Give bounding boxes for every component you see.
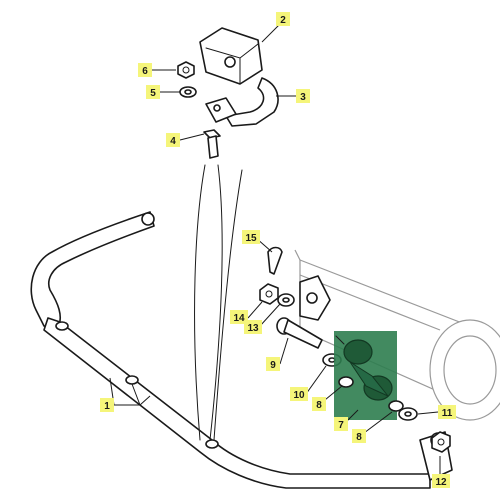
callout-14: 14: [230, 310, 248, 324]
callout-7: 7: [334, 417, 348, 431]
callout-12: 12: [432, 474, 450, 488]
svg-text:15: 15: [245, 233, 257, 244]
svg-text:4: 4: [170, 136, 176, 147]
bush-part: [199, 27, 263, 85]
washer-8-upper: [338, 376, 354, 388]
svg-text:5: 5: [150, 88, 156, 99]
washer-5: [179, 86, 197, 98]
svg-text:8: 8: [356, 432, 362, 443]
bolt-4: [203, 129, 221, 159]
svg-text:12: 12: [435, 477, 447, 488]
callout-1: 1: [100, 398, 114, 412]
svg-text:7: 7: [338, 420, 344, 431]
callout-13: 13: [244, 320, 262, 334]
callout-3: 3: [296, 89, 310, 103]
mounting-bracket: [299, 275, 331, 321]
nut-12: [431, 431, 451, 453]
callout-8-lower: 8: [352, 429, 366, 443]
callout-9: 9: [266, 357, 280, 371]
washer-11: [398, 407, 418, 421]
svg-text:1: 1: [104, 401, 110, 412]
svg-text:6: 6: [142, 66, 148, 77]
callout-15: 15: [242, 230, 260, 244]
callout-11: 11: [438, 405, 456, 419]
washer-13: [277, 293, 295, 307]
clamp-bracket: [205, 77, 279, 127]
svg-text:2: 2: [280, 15, 286, 26]
bolt-9: [276, 317, 323, 349]
callout-5: 5: [146, 85, 160, 99]
callout-4: 4: [166, 133, 180, 147]
callout-10: 10: [290, 387, 308, 401]
callout-6: 6: [138, 63, 152, 77]
axle-housing: [294, 249, 500, 421]
svg-text:10: 10: [293, 390, 305, 401]
washer-8-lower: [388, 400, 404, 412]
svg-text:3: 3: [300, 92, 306, 103]
callout-8-upper: 8: [312, 397, 326, 411]
svg-text:9: 9: [270, 360, 276, 371]
nut-14: [259, 283, 279, 305]
svg-text:14: 14: [233, 313, 245, 324]
drop-link-highlighted: [334, 331, 397, 420]
svg-text:11: 11: [442, 408, 453, 419]
callout-2: 2: [276, 12, 290, 26]
split-pin-15: [267, 246, 283, 275]
svg-text:8: 8: [316, 400, 322, 411]
assembly-guide-lines: [194, 164, 243, 441]
svg-text:13: 13: [247, 323, 259, 334]
nut-6: [177, 61, 195, 79]
